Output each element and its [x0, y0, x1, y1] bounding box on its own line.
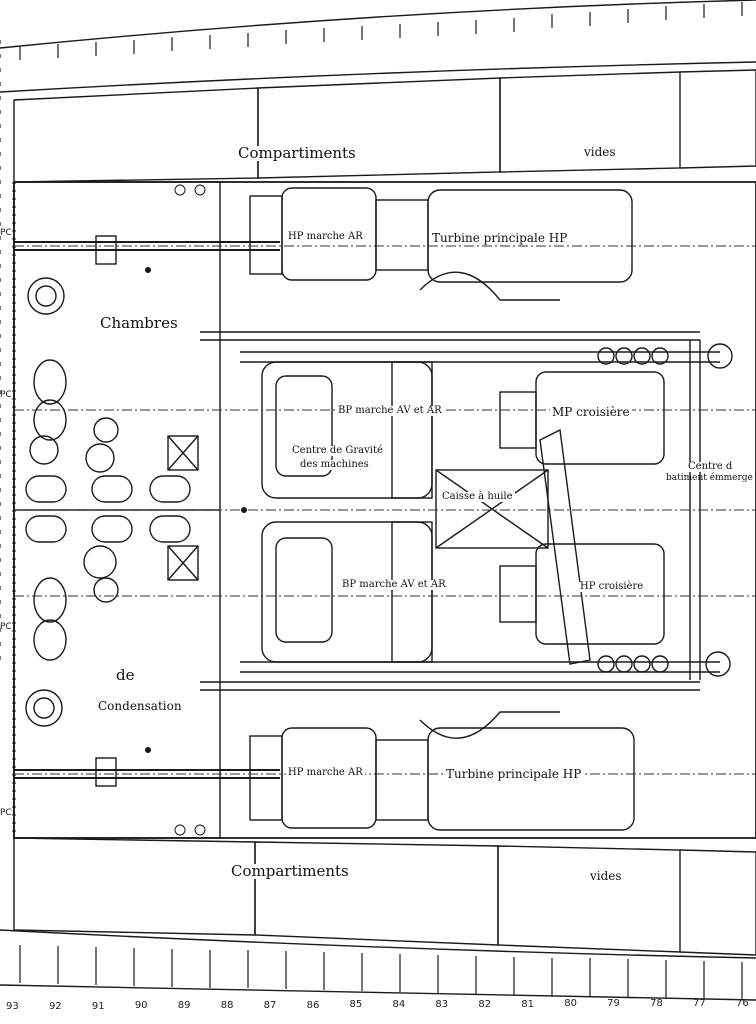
label-turbine-hp-bottom: Turbine principale HP	[444, 767, 584, 781]
label-chambres: Chambres	[98, 314, 180, 332]
frame-number: 88	[220, 1000, 234, 1011]
label-pc-1: PC	[0, 228, 12, 238]
label-vides-bottom: vides	[588, 869, 624, 883]
label-centre-gravite-1: Centre de Gravité	[290, 445, 385, 456]
frame-number: 93	[6, 1001, 19, 1012]
label-compartiments-bottom: Compartiments	[229, 862, 351, 880]
hull-top-inner-line	[0, 61, 756, 93]
hp-reverse-turbine-bottom	[281, 727, 377, 829]
label-centre-batiment-2: batiment émmerge	[666, 473, 753, 483]
frame-number: 79	[607, 998, 620, 1009]
frame-number: 91	[91, 1001, 105, 1012]
frame-number: 78	[650, 998, 663, 1009]
void-compartments-bottom	[13, 837, 756, 956]
label-de: de	[114, 666, 137, 684]
condenser-equipment	[25, 235, 199, 787]
label-turbine-hp-top: Turbine principale HP	[430, 231, 570, 245]
hull-bottom-inner-line	[0, 929, 756, 959]
label-hp-marche-ar-top: HP marche AR	[286, 231, 365, 242]
label-vides-top: vides	[582, 145, 618, 159]
frame-number: 89	[177, 1000, 191, 1011]
hull-top-outer-line	[0, 0, 756, 49]
label-centre-batiment-1: Centre d	[686, 461, 735, 472]
frame-number: 84	[392, 999, 406, 1010]
valve-chain	[597, 343, 733, 677]
oil-tank	[435, 469, 549, 549]
label-bp-marche-bottom: BP marche AV et AR	[340, 579, 448, 590]
label-compartiments-top: Compartiments	[236, 144, 358, 162]
frame-number: 82	[478, 999, 492, 1010]
frame-number: 86	[306, 1000, 320, 1011]
lp-turbine-top	[261, 361, 433, 499]
label-mp-croisiere: MP croisière	[550, 405, 632, 419]
hull-bottom-outer-line	[0, 984, 756, 1001]
frame-ticks	[0, 2, 743, 1000]
bolt-markers	[145, 184, 247, 836]
frame-number: 87	[263, 1000, 277, 1011]
label-condensation: Condensation	[96, 699, 184, 713]
frame-number: 81	[521, 999, 535, 1010]
label-hp-croisiere: HP croisière	[578, 581, 646, 592]
hp-cruise-turbine	[535, 543, 665, 645]
frame-number: 77	[693, 998, 706, 1009]
frame-number: 80	[564, 998, 577, 1009]
frame-number: 90	[134, 1000, 148, 1011]
void-compartments-top	[13, 69, 756, 183]
frame-number: 83	[435, 999, 449, 1010]
label-centre-gravite-2: des machines	[298, 459, 371, 470]
frame-number: 92	[48, 1001, 62, 1012]
label-pc-2: PC	[0, 390, 12, 400]
label-bp-marche-top: BP marche AV et AR	[336, 405, 444, 416]
label-hp-marche-ar-bottom: HP marche AR	[286, 767, 365, 778]
label-caisse-huile: Caisse à huile	[440, 491, 515, 502]
lp-turbine-bottom	[261, 521, 433, 663]
frame-number: 85	[349, 999, 363, 1010]
frame-number: 76	[736, 998, 749, 1009]
label-pc-4: PC	[0, 808, 12, 818]
label-pc-3: PC	[0, 622, 12, 632]
